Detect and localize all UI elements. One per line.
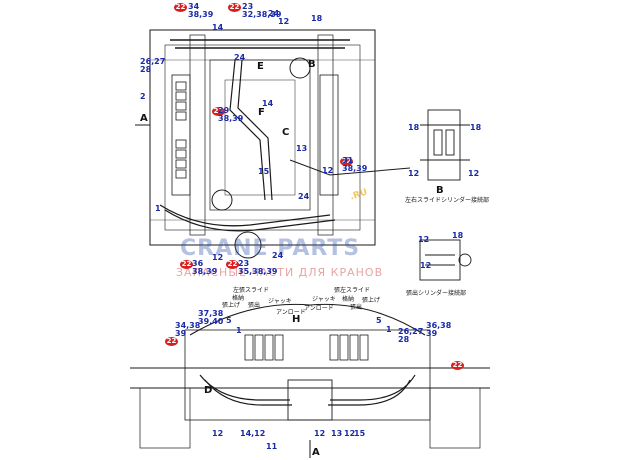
caption-outrigger-cylinder: 張出シリンダー接続部 (406, 290, 467, 297)
label-26-27-28: 26,27 28 (140, 57, 166, 74)
marker-22-d: 22 (340, 157, 353, 166)
label-b-1-left: 1 (236, 326, 242, 335)
label-12-right-b: 12 (468, 169, 480, 178)
label-b-15: 15 (354, 429, 366, 438)
label-24-right: 24 (298, 192, 310, 201)
label-36: 36 38,39 (192, 259, 218, 276)
label-24-top: 24 (268, 9, 280, 18)
marker-22-a: 22 (174, 3, 187, 12)
label-b-12-c: 12 (344, 429, 356, 438)
marker-22-g: 22 (165, 337, 178, 346)
label-b-1-right: 1 (386, 325, 392, 334)
bottom-valve-blocks (244, 334, 369, 361)
caption-right-jack: ジャッキ (312, 296, 336, 303)
label-14-mid: 14 (262, 99, 274, 108)
label-b-26-27-28: 26,27 28 (398, 327, 424, 344)
section-letter-b: B (308, 59, 316, 70)
caption-left-raise: 張上げ (222, 302, 241, 309)
section-letter-c: C (282, 127, 290, 138)
section-letter-a: A (140, 113, 148, 124)
label-15: 15 (258, 167, 270, 176)
section-letter-b-detail: B (436, 185, 444, 196)
label-b-14-12: 14,12 (240, 429, 266, 438)
label-24-bottom: 24 (272, 251, 284, 260)
label-18-top: 18 (311, 14, 323, 23)
label-24-mid: 24 (234, 53, 246, 62)
caption-right-raise: 張上げ (362, 297, 381, 304)
right-lower-detail (419, 239, 472, 281)
label-18-right-b: 18 (470, 123, 482, 132)
label-12-top: 12 (278, 17, 290, 26)
label-34-38-39: 34 38,39 (188, 2, 214, 19)
caption-right-slide: 張左スライド (334, 287, 371, 294)
label-29: 29 38,39 (218, 106, 244, 123)
caption-right-unload: アンロード (304, 305, 334, 312)
label-12-bottom: 12 (212, 253, 224, 262)
label-b-5-right: 5 (376, 316, 382, 325)
label-b-5-left: 5 (226, 316, 232, 325)
caption-left-slide: 左張スライド (233, 287, 270, 294)
caption-left-jack: ジャッキ (268, 298, 292, 305)
label-b-37-38-39-40: 37,38 39,40 (198, 309, 224, 326)
right-upper-detail (420, 109, 470, 181)
caption-left-unload: アンロード (276, 309, 306, 316)
label-14-top: 14 (212, 23, 224, 32)
label-b-11: 11 (266, 442, 278, 451)
label-b-36-38-39: 36,38 39 (426, 321, 452, 338)
label-b-13: 13 (331, 429, 343, 438)
section-letter-a-bottom: A (312, 447, 320, 458)
label-2: 2 (140, 92, 146, 101)
label-b-12-a: 12 (212, 429, 224, 438)
marker-22-f: 22 (226, 260, 239, 269)
label-13: 13 (296, 144, 308, 153)
label-12-right-d: 12 (420, 261, 432, 270)
section-letter-e: E (257, 61, 264, 72)
label-18-right-c: 18 (452, 231, 464, 240)
section-letter-f: F (258, 107, 265, 118)
watermark-tagline: ЗАПАСНЫЕ ЧАСТИ ДЛЯ КРАНОВ (176, 266, 384, 279)
marker-22-c: 22 (212, 107, 225, 116)
label-1: 1 (155, 204, 161, 213)
caption-left-stow: 格納 (232, 295, 245, 302)
label-31: 31 38,39 (342, 156, 368, 173)
label-12-right: 12 (322, 166, 334, 175)
section-letter-d: D (204, 385, 213, 396)
section-letter-h: H (292, 314, 301, 325)
label-23-32: 23 32,38,39 (242, 2, 282, 19)
label-12-right-c: 12 (418, 235, 430, 244)
label-b-12-b: 12 (314, 429, 326, 438)
label-b-34-38-39: 34,38 39 (175, 321, 201, 338)
bottom-view-frame (130, 303, 490, 458)
valve-stack-left (175, 81, 187, 179)
caption-right-outrigger: 張出 (350, 304, 363, 311)
label-12-right-a: 12 (408, 169, 420, 178)
caption-right-stow: 格納 (342, 296, 355, 303)
caption-slide-cylinder: 左右スライドシリンダー接続部 (405, 197, 490, 204)
watermark-brand: CRANE PARTS (180, 236, 361, 261)
label-23-35: 23 35,38,39 (238, 259, 278, 276)
caption-left-outrigger: 張出 (248, 302, 261, 309)
top-view-frame (135, 29, 411, 259)
marker-22-e: 22 (180, 260, 193, 269)
label-18-right-a: 18 (408, 123, 420, 132)
marker-22-h: 22 (451, 361, 464, 370)
marker-22-b: 22 (228, 3, 241, 12)
